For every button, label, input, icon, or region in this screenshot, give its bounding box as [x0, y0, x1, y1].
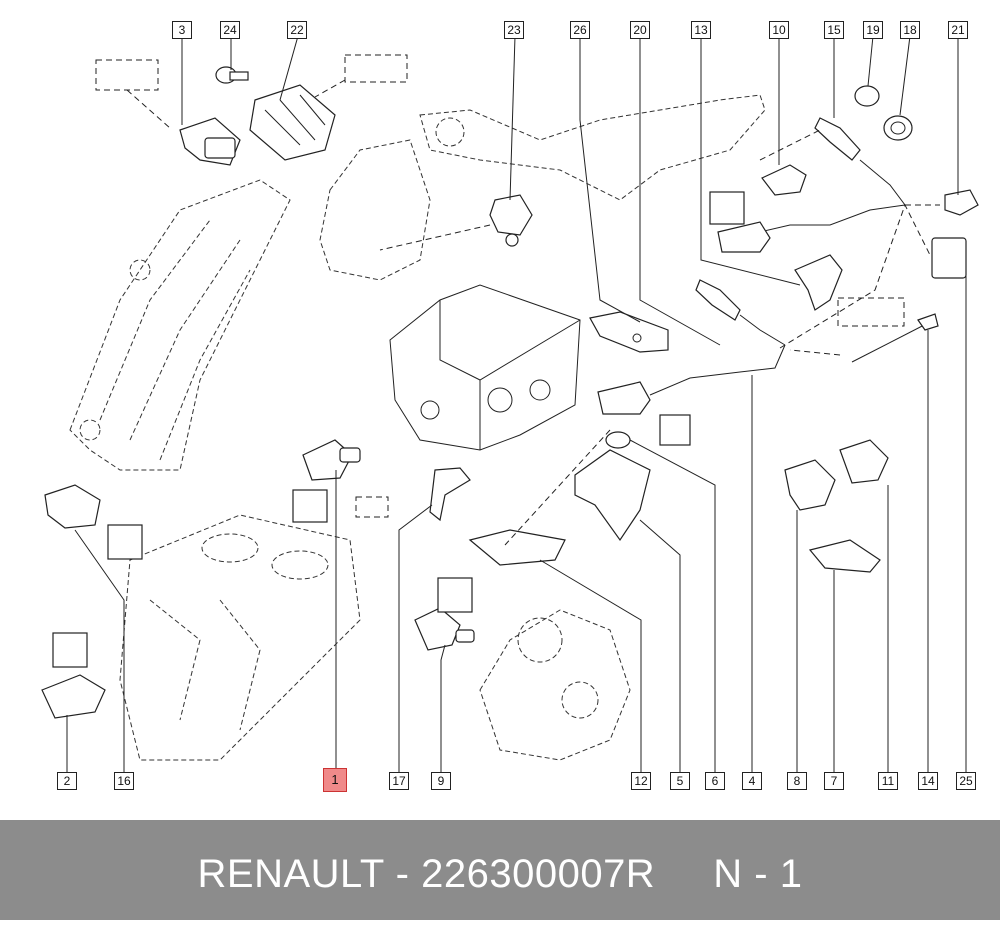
part-20-oxygen-sensor	[695, 279, 786, 346]
part-2-sensor	[41, 674, 106, 719]
callout-14: 14	[918, 772, 938, 790]
callout-6: 6	[705, 772, 725, 790]
part-18-plug	[883, 115, 913, 141]
callout-17: 17	[389, 772, 409, 790]
callout-7: 7	[824, 772, 844, 790]
part-14-tie	[851, 313, 939, 363]
part-23-sensor	[489, 194, 533, 247]
callout-24: 24	[220, 21, 240, 39]
callout-9: 9	[431, 772, 451, 790]
callout-11: 11	[878, 772, 898, 790]
part-25-connector	[931, 237, 967, 279]
callout-15: 15	[824, 21, 844, 39]
callout-13: 13	[691, 21, 711, 39]
callout-16: 16	[114, 772, 134, 790]
water-pump-ghost	[479, 609, 631, 761]
callout-26: 26	[570, 21, 590, 39]
part-12-bracket	[468, 529, 566, 566]
callout-10: 10	[769, 21, 789, 39]
part-16-sensor	[44, 484, 101, 529]
part-19-seal	[854, 85, 880, 107]
callout-22: 22	[287, 21, 307, 39]
callout-2: 2	[57, 772, 77, 790]
leader-lines	[66, 35, 967, 772]
caption-separator: -	[384, 852, 422, 896]
part-24-bolt	[215, 66, 249, 84]
footer-caption: RENAULT - 226300007R N - 1	[0, 820, 1000, 920]
caption-gap	[655, 852, 713, 896]
intake-manifold-ghost	[69, 179, 291, 471]
placeholder-box	[355, 496, 389, 518]
part-13-clip	[794, 254, 843, 311]
part-22-filter	[249, 84, 336, 161]
brand-name: RENAULT	[197, 852, 385, 896]
callout-5: 5	[670, 772, 690, 790]
placeholder-box	[344, 54, 408, 83]
callout-25: 25	[956, 772, 976, 790]
cylinder-head	[389, 284, 581, 451]
callout-3: 3	[172, 21, 192, 39]
callout-20: 20	[630, 21, 650, 39]
part-1-sensor	[302, 439, 361, 481]
part-26-bracket	[589, 311, 669, 353]
part-8-clip	[784, 459, 836, 511]
part-7-bracket	[808, 539, 881, 573]
callout-1-highlighted: 1	[323, 768, 347, 792]
part-5-bracket	[574, 449, 651, 542]
part-17-bracket	[429, 467, 471, 522]
connector-plug	[717, 221, 771, 253]
callout-18: 18	[900, 21, 920, 39]
exhaust-ghost	[319, 94, 766, 281]
position-note: N - 1	[713, 852, 803, 896]
part-11-clip	[839, 439, 889, 484]
parts-diagram	[41, 35, 979, 772]
part-10-clip	[761, 164, 807, 196]
part-number: 226300007R	[421, 852, 656, 896]
symbol-box	[52, 191, 745, 668]
part-4-harness	[597, 344, 786, 415]
callout-19: 19	[863, 21, 883, 39]
placeholder-box	[95, 59, 159, 91]
callout-4: 4	[742, 772, 762, 790]
part-3-sensor	[179, 117, 241, 166]
callout-23: 23	[504, 21, 524, 39]
part-21-connector	[944, 189, 979, 216]
engine-block-ghost	[119, 514, 361, 761]
callout-12: 12	[631, 772, 651, 790]
part-9-sensor	[414, 607, 475, 651]
callout-21: 21	[948, 21, 968, 39]
dashed-arrows	[126, 79, 940, 546]
callout-8: 8	[787, 772, 807, 790]
placeholder-box	[837, 297, 905, 327]
part-15-oxygen-sensor	[759, 117, 906, 233]
part-6-plug	[605, 431, 631, 449]
